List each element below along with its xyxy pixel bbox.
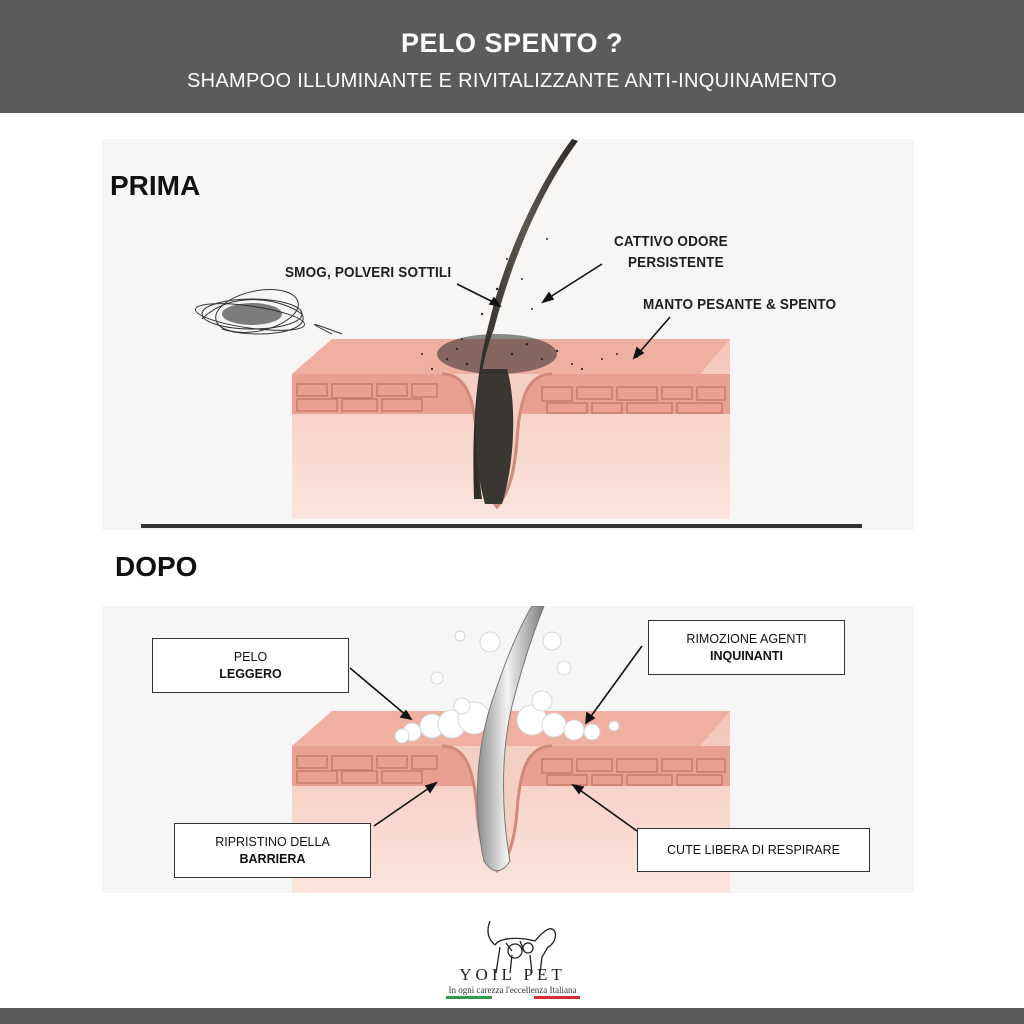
box-ripristino-barriera: RIPRISTINO DELLA BARRIERA: [174, 823, 371, 878]
brand-tagline: In ogni carezza l'eccellenza Italiana: [448, 985, 577, 995]
box-pelo-leggero-line1: PELO: [233, 649, 268, 664]
page-title: PELO SPENTO ?: [400, 28, 624, 58]
section-divider: [141, 524, 862, 528]
box-rimozione-line2: INQUINANTI: [710, 648, 783, 663]
page-subtitle: SHAMPOO ILLUMINANTE E RIVITALIZZANTE ANT…: [187, 70, 837, 92]
dirty-hair: [473, 139, 578, 499]
header-banner: PELO SPENTO ? SHAMPOO ILLUMINANTE E RIVI…: [0, 0, 1024, 113]
yoil-pet-dog-logo: [487, 920, 557, 974]
clean-hair: [476, 606, 545, 872]
box-ripristino-line2: BARRIERA: [239, 851, 306, 866]
box-pelo-leggero-line2: LEGGERO: [219, 666, 282, 681]
box-rimozione-agenti: RIMOZIONE AGENTI INQUINANTI: [648, 620, 845, 675]
flag-stripe-green: [446, 996, 492, 999]
foam-bubbles: [394, 630, 620, 744]
before-title: PRIMA: [110, 170, 201, 201]
smog-label: SMOG, POLVERI SOTTILI: [285, 264, 452, 281]
box-pelo-leggero: PELO LEGGERO: [152, 638, 349, 693]
heavy-coat-label: MANTO PESANTE & SPENTO: [643, 296, 837, 313]
odor-label-line2: PERSISTENTE: [628, 254, 724, 271]
footer-bar: [0, 1008, 1024, 1024]
before-illustration: [102, 139, 914, 530]
after-skin-diagram: [292, 606, 730, 893]
odor-label-line1: CATTIVO ODORE: [614, 233, 728, 250]
after-title: DOPO: [115, 551, 198, 582]
brand-name: YOIL PET: [459, 965, 566, 984]
box-rimozione-line1: RIMOZIONE AGENTI: [686, 631, 807, 646]
box-ripristino-line1: RIPRISTINO DELLA: [215, 834, 330, 849]
box-cute-libera: CUTE LIBERA DI RESPIRARE: [637, 828, 870, 872]
flag-stripe-red: [534, 996, 580, 999]
box-cute-libera-text: CUTE LIBERA DI RESPIRARE: [667, 842, 840, 857]
before-skin-diagram: [195, 139, 730, 519]
